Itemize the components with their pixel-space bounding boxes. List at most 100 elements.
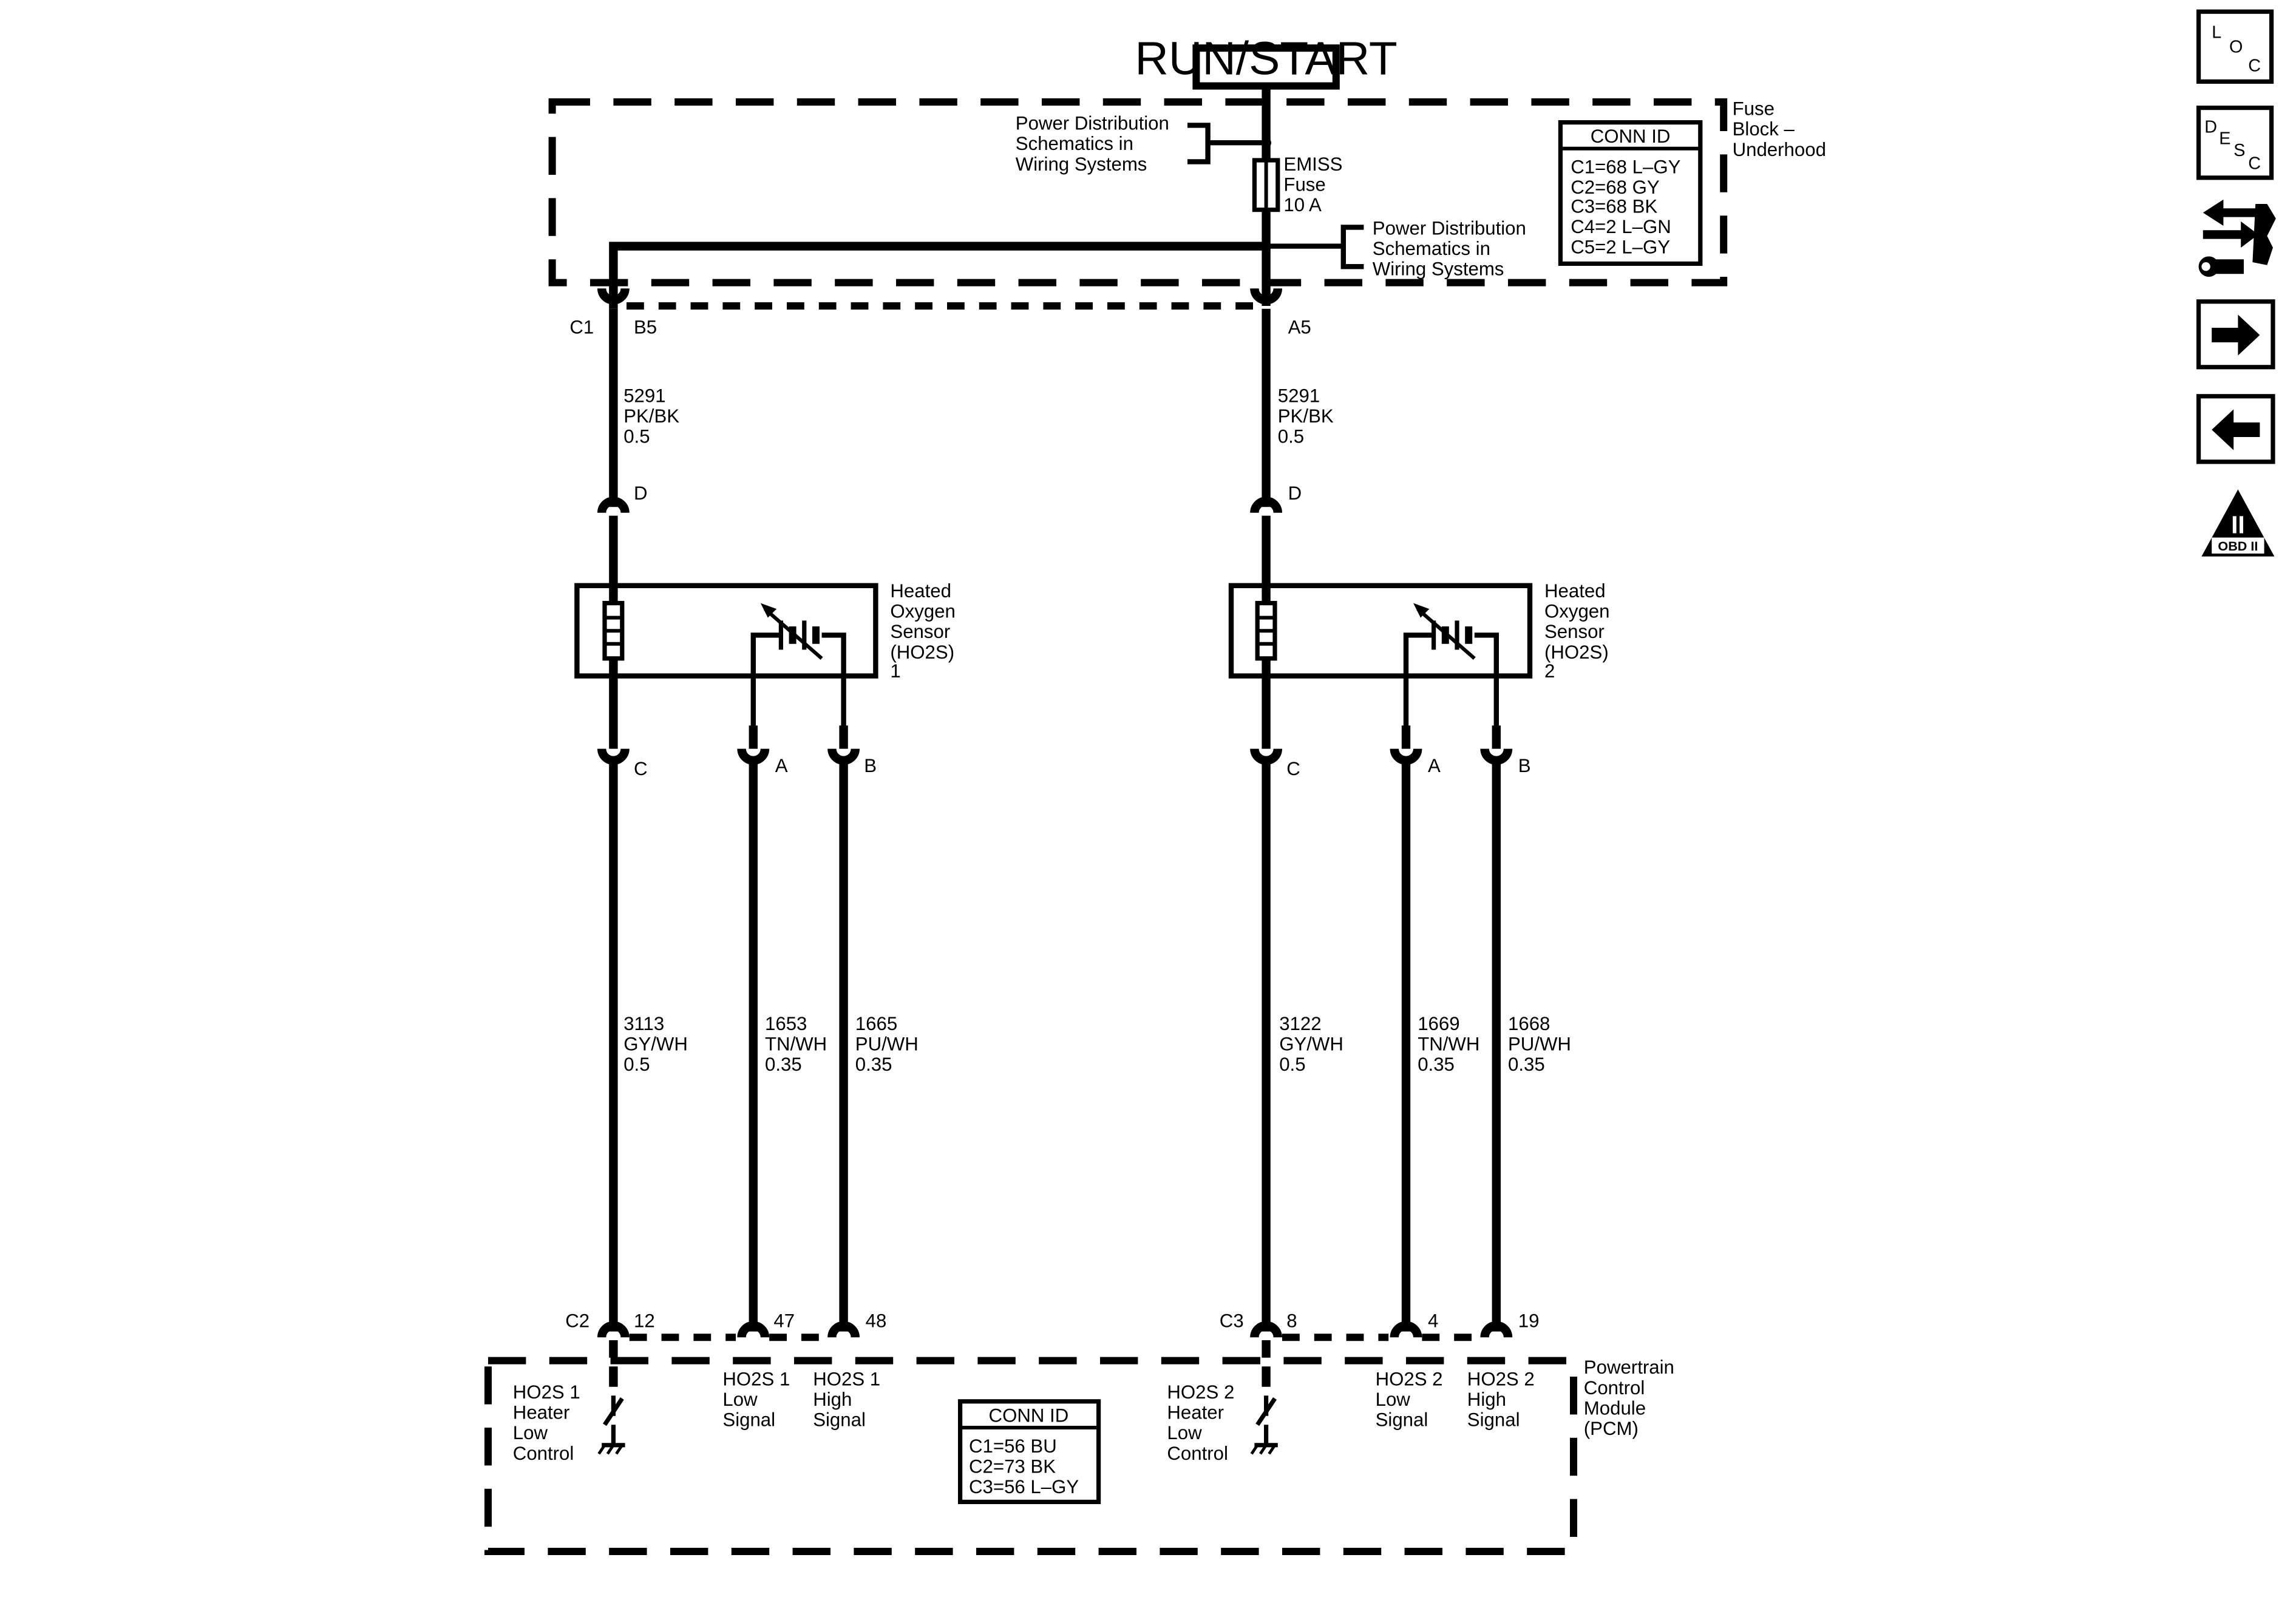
obd-ii-icon: II OBD II (2201, 489, 2275, 557)
svg-text:High: High (1467, 1389, 1506, 1410)
pcm-boundary (484, 1357, 1578, 1556)
pcm-circuit-ho2s2-heater: HO2S 2 Heater Low Control (1167, 1381, 1234, 1464)
fuse-block-name: Fuse Block – Underhood (1733, 98, 1826, 160)
svg-text:PK/BK: PK/BK (623, 405, 679, 427)
svg-text:Power Distribution: Power Distribution (1016, 113, 1169, 134)
supply-wire-right-label: 5291 PK/BK 0.5 (1278, 385, 1334, 447)
svg-text:Power Distribution: Power Distribution (1373, 217, 1526, 239)
svg-text:Heated: Heated (890, 580, 951, 602)
svg-text:Signal: Signal (1467, 1409, 1520, 1431)
svg-text:Low: Low (1167, 1422, 1202, 1443)
svg-text:C5=2 L–GY: C5=2 L–GY (1571, 237, 1670, 258)
svg-text:Control: Control (1167, 1443, 1228, 1464)
svg-text:Signal: Signal (813, 1409, 866, 1431)
wire-1669-label: 1669 TN/WH 0.35 (1418, 1013, 1479, 1075)
svg-text:12: 12 (634, 1310, 655, 1331)
svg-text:C1=68 L–GY: C1=68 L–GY (1571, 157, 1680, 178)
svg-text:(HO2S): (HO2S) (890, 642, 954, 663)
svg-text:HO2S 2: HO2S 2 (1376, 1368, 1443, 1389)
pcm-connector-c3: C3 8 4 19 (1220, 1310, 1540, 1341)
svg-text:PK/BK: PK/BK (1278, 405, 1334, 427)
connector-repair-icon[interactable] (2198, 199, 2276, 277)
svg-text:Wiring Systems: Wiring Systems (1016, 154, 1147, 175)
pcm-conn-id-table: CONN ID C1=56 BU C2=73 BK C3=56 L–GY (958, 1399, 1101, 1505)
svg-text:D: D (2204, 117, 2217, 137)
svg-text:0.35: 0.35 (1418, 1054, 1455, 1075)
svg-text:C: C (1286, 758, 1300, 779)
wire-1653-label: 1653 TN/WH 0.35 (765, 1013, 827, 1075)
svg-text:Fuse: Fuse (1283, 174, 1325, 195)
svg-text:1669: 1669 (1418, 1013, 1459, 1034)
arrow-right-icon (2212, 314, 2260, 356)
wire-1665-label: 1665 PU/WH 0.35 (855, 1013, 919, 1075)
sensor-1: D Heated (574, 483, 956, 1332)
desc-button[interactable]: D E S C (2196, 106, 2274, 180)
svg-text:OBD II: OBD II (2218, 538, 2258, 554)
svg-text:Wiring Systems: Wiring Systems (1373, 259, 1504, 280)
svg-text:47: 47 (773, 1310, 795, 1331)
svg-text:HO2S 2: HO2S 2 (1167, 1381, 1234, 1403)
svg-text:Oxygen: Oxygen (1544, 601, 1609, 622)
svg-text:1653: 1653 (765, 1013, 807, 1034)
previous-page-button[interactable] (2196, 394, 2275, 464)
svg-text:B5: B5 (634, 317, 657, 338)
svg-text:Signal: Signal (722, 1409, 775, 1431)
wire-3122-label: 3122 GY/WH 0.5 (1279, 1013, 1343, 1075)
svg-text:10 A: 10 A (1283, 194, 1322, 215)
svg-text:Schematics in: Schematics in (1373, 238, 1490, 259)
svg-text:Low: Low (722, 1389, 758, 1410)
svg-text:3122: 3122 (1279, 1013, 1321, 1034)
heater-element-icon (602, 601, 625, 661)
svg-text:PU/WH: PU/WH (1508, 1033, 1571, 1054)
svg-text:A: A (775, 755, 788, 776)
svg-text:Sensor: Sensor (890, 621, 950, 642)
svg-text:0.5: 0.5 (623, 1054, 650, 1075)
fuse-block-connector-c1: C1 B5 A5 (569, 288, 1311, 338)
svg-text:C: C (2248, 56, 2261, 76)
svg-text:Low: Low (513, 1422, 548, 1443)
svg-text:0.5: 0.5 (1279, 1054, 1305, 1075)
svg-text:8: 8 (1286, 1310, 1297, 1331)
next-page-button[interactable] (2196, 299, 2275, 370)
svg-text:EMISS: EMISS (1283, 154, 1342, 175)
svg-text:TN/WH: TN/WH (765, 1033, 827, 1054)
svg-text:1665: 1665 (855, 1013, 897, 1034)
svg-text:B: B (864, 755, 877, 776)
svg-text:3113: 3113 (623, 1013, 664, 1034)
variable-voltage-source-icon (1403, 603, 1500, 741)
svg-text:Oxygen: Oxygen (890, 601, 955, 622)
heater-control-switch-1 (597, 1340, 625, 1455)
svg-text:0.35: 0.35 (855, 1054, 892, 1075)
run-start-label: RUN/START (1135, 32, 1397, 84)
svg-text:C1: C1 (569, 317, 594, 338)
svg-text:Control: Control (1584, 1377, 1645, 1398)
svg-text:Control: Control (513, 1443, 574, 1464)
ground-icon (1250, 1443, 1278, 1455)
svg-text:Sensor: Sensor (1544, 621, 1605, 642)
power-distribution-reference-top: Power Distribution Schematics in Wiring … (1016, 113, 1266, 175)
power-distribution-reference-bottom: Power Distribution Schematics in Wiring … (1266, 217, 1526, 280)
svg-text:GY/WH: GY/WH (623, 1033, 688, 1054)
svg-text:D: D (1288, 483, 1302, 504)
ground-icon (597, 1443, 625, 1455)
fuse-block-conn-id-table: CONN ID C1=68 L–GY C2=68 GY C3=68 BK C4=… (1558, 120, 1703, 266)
svg-text:HO2S 1: HO2S 1 (813, 1368, 880, 1389)
pcm-connector-c2: C2 12 47 48 (565, 1310, 886, 1341)
svg-text:Low: Low (1376, 1389, 1411, 1410)
pcm-circuit-ho2s1-high: HO2S 1 High Signal (813, 1368, 880, 1430)
loc-button[interactable]: L O C (2196, 9, 2274, 84)
svg-text:0.5: 0.5 (1278, 426, 1304, 447)
svg-text:Block –: Block – (1733, 118, 1795, 140)
svg-text:S: S (2233, 141, 2245, 160)
svg-text:C2: C2 (565, 1310, 589, 1331)
svg-text:C: C (2248, 154, 2261, 173)
pcm-circuit-ho2s1-low: HO2S 1 Low Signal (722, 1368, 790, 1430)
svg-text:Underhood: Underhood (1733, 139, 1826, 160)
svg-text:Heater: Heater (513, 1402, 570, 1423)
svg-text:5291: 5291 (1278, 385, 1320, 406)
svg-text:1: 1 (890, 660, 900, 682)
svg-text:C2=73 BK: C2=73 BK (969, 1456, 1056, 1477)
arrow-left-icon (2212, 409, 2260, 450)
supply-wire-left-label: 5291 PK/BK 0.5 (623, 385, 679, 447)
svg-text:Heated: Heated (1544, 580, 1606, 602)
